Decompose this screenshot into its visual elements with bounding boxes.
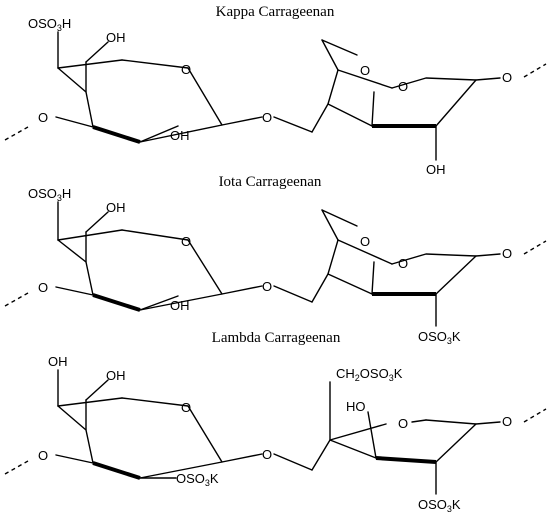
lambda-ring-bond-o-c4 [57, 397, 123, 407]
lambda-chain-end-right [523, 408, 547, 423]
lambda-chain-end-left [4, 460, 29, 475]
kappa-title: Kappa Carrageenan [216, 4, 335, 20]
iota-c6-oh-bond [85, 211, 109, 233]
kappa-anhydro-ring [311, 77, 477, 133]
iota-ring-front-edge [92, 293, 141, 312]
lambda-c4-oh-label: OH [48, 354, 68, 369]
kappa-anhydro-oh-label: OH [426, 162, 446, 177]
kappa-ring-o-label: O [181, 62, 191, 77]
lambda-c4-ho-bond [367, 411, 377, 459]
lambda-c1-o-link [475, 421, 501, 425]
kappa-chain-end-left [4, 126, 29, 141]
kappa-c6-oh-label: OH [106, 30, 126, 45]
kappa-c2-oh-label: OH [170, 128, 190, 143]
kappa-carrageenan-structure: Kappa Carrageenan OSO3H OH O OH [4, 4, 547, 177]
kappa-chain-end-right [523, 63, 547, 78]
lambda-second-ring-o-right [411, 419, 427, 423]
kappa-anhydro-bridge-3 [321, 39, 358, 56]
lambda-second-front-edge [375, 456, 437, 464]
iota-carrageenan-structure: Iota Carrageenan OSO3H OH O OH O O O O [4, 174, 547, 346]
iota-oso3h-label: OSO3H [28, 186, 71, 203]
iota-glycosidic-right [273, 285, 313, 303]
iota-anhydro-bridge-4 [371, 261, 375, 295]
lambda-ring-o-label: O [181, 400, 191, 415]
iota-anhydro-bridge-5 [337, 239, 393, 265]
lambda-glycosidic-o-label: O [262, 447, 272, 462]
iota-galactose-ring [57, 239, 223, 311]
lambda-ring-front-edge [92, 461, 141, 480]
iota-left-o-label: O [38, 280, 48, 295]
kappa-c3-o-link [55, 116, 94, 128]
iota-bridge-o-label: O [360, 234, 370, 249]
lambda-second-ring [311, 419, 477, 471]
lambda-second-ring-o-label: O [398, 416, 408, 431]
iota-c3-o-link [55, 286, 94, 296]
kappa-anhydro-bridge-2 [321, 39, 339, 71]
lambda-c3-o-link [55, 454, 94, 464]
iota-ring-bond-c5-o [121, 229, 189, 241]
kappa-bridge-o-label: O [360, 63, 370, 78]
lambda-title: Lambda Carrageenan [212, 330, 341, 346]
iota-c1-o-link [475, 253, 501, 257]
iota-glycosidic-left [221, 285, 263, 295]
kappa-right-o-label: O [502, 70, 512, 85]
iota-ring-bond-o-c4 [57, 229, 123, 241]
lambda-glycosidic-right [273, 453, 313, 471]
kappa-glycosidic-right [273, 116, 313, 133]
kappa-anhydro-ring-o-label: O [398, 79, 408, 94]
lambda-c6-oh-bond [85, 379, 109, 401]
lambda-second-ring-top [329, 423, 387, 441]
iota-chain-end-right [523, 240, 547, 255]
kappa-anhydro-bridge-1 [327, 69, 339, 105]
kappa-anhydro-bridge-4 [371, 91, 375, 127]
iota-chain-end-left [4, 292, 29, 307]
lambda-oso3k-label-a: OSO3K [176, 471, 219, 488]
kappa-ring-bond-o-c4 [57, 59, 123, 69]
kappa-c2-oh-bond [139, 125, 179, 143]
iota-anhydro-bridge-3 [321, 209, 358, 227]
lambda-ch2oso3k-label: CH2OSO3K [336, 366, 403, 383]
lambda-left-o-label: O [38, 448, 48, 463]
kappa-anhydro-bridge-5 [337, 69, 393, 89]
kappa-ring-front-edge [92, 125, 141, 144]
kappa-glycosidic-left [221, 116, 263, 126]
iota-c2-oh-label: OH [170, 298, 190, 313]
iota-c2-oh-bond [139, 295, 179, 311]
iota-anhydro-bridge-2 [321, 209, 339, 241]
lambda-ho-label: HO [346, 399, 366, 414]
lambda-ring-bond-c5-o [121, 397, 189, 407]
kappa-ring-bond-c5-o [121, 59, 189, 69]
iota-c6-oh-label: OH [106, 200, 126, 215]
iota-glycosidic-o-label: O [262, 279, 272, 294]
iota-right-o-label: O [502, 246, 512, 261]
lambda-c6-oh-label: OH [106, 368, 126, 383]
iota-anhydro-bridge-1 [327, 239, 339, 275]
kappa-oso3h-label: OSO3H [28, 16, 71, 33]
iota-title: Iota Carrageenan [219, 174, 322, 190]
kappa-c1-o-link [475, 77, 501, 81]
kappa-glycosidic-o-label: O [262, 110, 272, 125]
iota-anhydro-ring-o-label: O [398, 256, 408, 271]
lambda-glycosidic-left [221, 453, 263, 463]
kappa-c6-oh-bond [85, 41, 109, 63]
iota-oso3k-label: OSO3K [418, 329, 461, 346]
lambda-carrageenan-structure: Lambda Carrageenan OH OH O OSO3K O O C [4, 330, 547, 514]
lambda-right-o-label: O [502, 414, 512, 429]
lambda-galactose-ring [57, 405, 223, 479]
kappa-galactose-ring [57, 67, 223, 143]
kappa-left-o-label: O [38, 110, 48, 125]
iota-ring-o-label: O [181, 234, 191, 249]
lambda-oso3k-label-b: OSO3K [418, 497, 461, 514]
